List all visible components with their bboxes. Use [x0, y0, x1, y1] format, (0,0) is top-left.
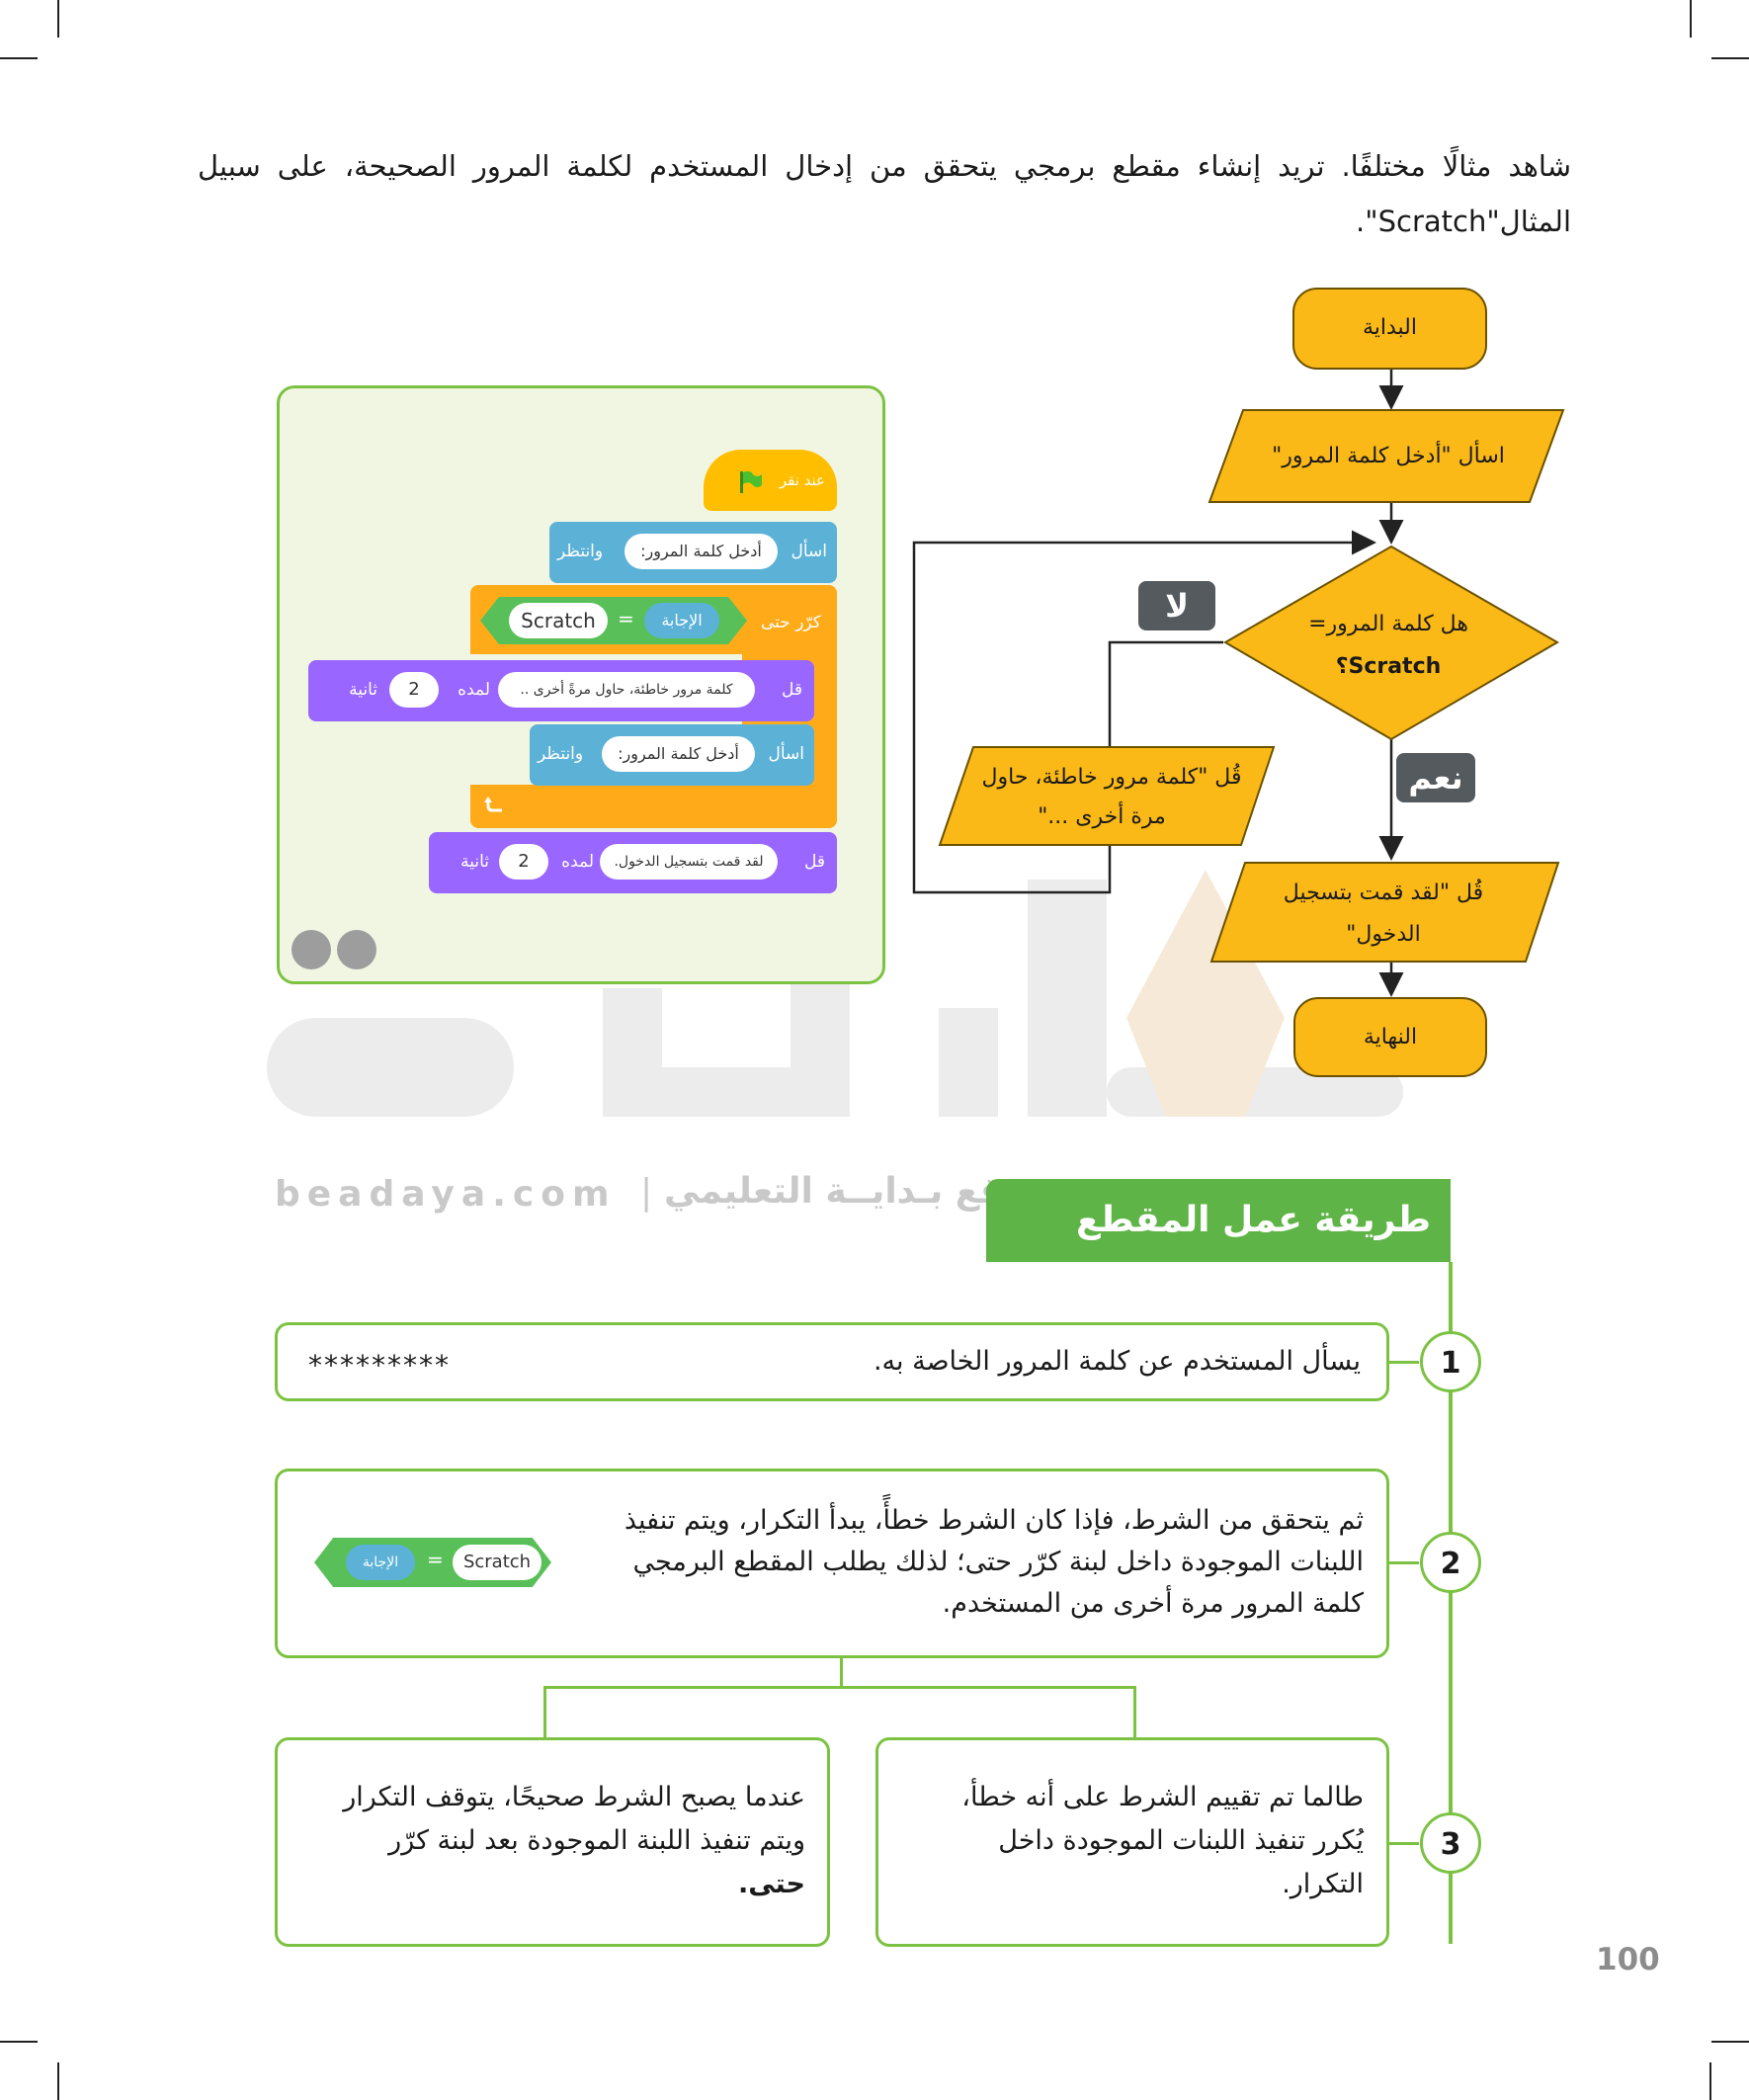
green-flag-icon: [740, 470, 762, 493]
say-secs-1[interactable]: 2: [389, 672, 439, 708]
watermark-separator: |: [640, 1172, 653, 1213]
step-3-number: 3: [1420, 1812, 1481, 1874]
say-unit-1: ثانية: [349, 680, 377, 700]
page-number: 100: [1596, 1942, 1660, 1977]
flow-logged-text-1: قُل "لقد قمت بتسجيل: [1283, 881, 1484, 905]
answer-reporter[interactable]: الإجابة: [644, 603, 719, 638]
connector: [1389, 1842, 1419, 1845]
step-1-number: 1: [1420, 1331, 1481, 1392]
section-header: طريقة عمل المقطع البرمجي:: [986, 1179, 1451, 1323]
connector: [1389, 1561, 1419, 1564]
step-3-right-text-2: يُكرر تنفيذ اللبنات الموجودة داخل: [998, 1825, 1364, 1856]
flow-decision-text-1: هل كلمة المرور=: [1308, 612, 1468, 636]
step-2-block-equals: =: [427, 1548, 444, 1571]
branch-line: [840, 1658, 843, 1686]
yes-badge: نعم: [1396, 753, 1475, 802]
step-2-text-3: كلمة المرور مرة أخرى من المستخدم.: [942, 1588, 1364, 1619]
step-1-box: [275, 1322, 1389, 1401]
step-1-stars: *********: [308, 1349, 451, 1382]
step-2-number: 2: [1420, 1532, 1481, 1593]
start-terminal: [1292, 288, 1487, 370]
decision-diamond: [1223, 545, 1559, 741]
crop-mark: [57, 0, 59, 38]
branch-line: [543, 1686, 1136, 1689]
loop-arrow-icon: [484, 797, 502, 812]
crop-mark: [0, 57, 38, 59]
crop-mark: [1690, 0, 1692, 38]
dot-icon: [337, 930, 376, 969]
ask-block-2[interactable]: اسأل أدخل كلمة المرور: وانتظر: [530, 724, 814, 786]
say-for-1: لمده: [458, 680, 490, 700]
branch-line: [1133, 1686, 1136, 1737]
crop-mark: [0, 2041, 38, 2043]
crop-mark: [57, 2062, 59, 2100]
flow-start-text: البداية: [1362, 315, 1418, 340]
ask-wait-2: وانتظر: [538, 744, 584, 764]
when-flag-clicked-block[interactable]: عند نقر: [704, 450, 837, 511]
condition-equals: =: [618, 607, 634, 630]
step-3-right-text-1: طالما تم تقييم الشرط على أنه خطأ،: [961, 1782, 1364, 1812]
ask-label-1: اسأل: [791, 542, 828, 561]
step-1-text: يسأل المستخدم عن كلمة المرور الخاصة به.: [873, 1346, 1361, 1377]
step-2-text-2: اللبنات الموجودة داخل لبنة كرّر حتى؛ لذل…: [632, 1547, 1365, 1577]
flow-logged-text-2: الدخول": [1346, 922, 1421, 947]
crop-mark: [1709, 2062, 1711, 2100]
step-3-right-text-3: التكرار.: [1282, 1869, 1364, 1899]
crop-mark: [1711, 57, 1749, 59]
step-3-left-box: [275, 1737, 830, 1947]
condition-value[interactable]: Scratch: [509, 603, 608, 638]
no-badge: لا: [1138, 581, 1215, 630]
crop-mark: [1711, 2041, 1749, 2043]
logo-watermark: [267, 870, 1403, 1117]
flow-ask-text: اسأل "أدخل كلمة المرور": [1272, 444, 1505, 468]
say-input-1[interactable]: كلمة مرور خاطئة، حاول مرةً أخرى ..: [498, 672, 755, 708]
flow-decision-text-2: Scratch؟: [1335, 654, 1442, 679]
timeline-line: [1449, 1262, 1453, 1944]
end-terminal: [1293, 997, 1487, 1077]
step-3-right-box: [875, 1737, 1389, 1947]
say-unit-2: ثانية: [460, 852, 489, 872]
step-3-left-text-3: حتى.: [737, 1869, 805, 1899]
wrong-parallelogram: [938, 746, 1276, 846]
say-block-2[interactable]: قل لقد قمت بتسجيل الدخول. لمده 2 ثانية: [429, 832, 837, 893]
ask-input-1[interactable]: أدخل كلمة المرور:: [625, 534, 778, 569]
branch-line: [543, 1686, 546, 1737]
logged-parallelogram: [1209, 862, 1560, 963]
ask-input-2[interactable]: أدخل كلمة المرور:: [602, 736, 755, 772]
flow-end-text: النهاية: [1363, 1025, 1418, 1050]
dot-icon: [292, 930, 331, 969]
step-2-text-1: ثم يتحقق من الشرط، فإذا كان الشرط خطأً، …: [624, 1505, 1364, 1536]
watermark-arabic: موقع بـدايــة التعليمي: [664, 1171, 1047, 1212]
watermark-url: beadaya.com: [275, 1174, 617, 1215]
say-label-1: قل: [781, 680, 802, 700]
ask-label-2: اسأل: [768, 744, 805, 764]
flowchart: [912, 288, 1565, 1077]
step-2-block-value: Scratch: [453, 1545, 541, 1580]
repeat-label: كرّر حتى: [761, 613, 821, 632]
flow-wrong-text-2: مرة أخرى ...": [1038, 804, 1166, 829]
connector: [1389, 1361, 1419, 1364]
step-2-block-answer: الإجابة: [346, 1545, 415, 1580]
ask-block-1[interactable]: اسأل أدخل كلمة المرور: وانتظر: [549, 522, 837, 583]
say-label-2: قل: [803, 852, 825, 872]
hat-label: عند نقر: [779, 471, 825, 489]
say-block-1[interactable]: قل كلمة مرور خاطئة، حاول مرةً أخرى .. لم…: [308, 660, 814, 721]
flow-wrong-text-1: قُل "كلمة مرور خاطئة، حاول: [981, 765, 1242, 790]
ask-wait-1: وانتظر: [557, 542, 604, 561]
say-input-2[interactable]: لقد قمت بتسجيل الدخول.: [600, 844, 778, 880]
say-secs-2[interactable]: 2: [499, 844, 548, 880]
step-3-left-text-2: ويتم تنفيذ اللبنة الموجودة بعد لبنة كرّر: [388, 1825, 805, 1856]
say-for-2: لمده: [561, 852, 594, 872]
ask-parallelogram: [1208, 409, 1565, 503]
intro-paragraph: شاهد مثالًا مختلفًا. تريد إنشاء مقطع برم…: [198, 149, 1571, 238]
step-3-left-text-1: عندما يصبح الشرط صحيحًا، يتوقف التكرار: [343, 1782, 805, 1812]
